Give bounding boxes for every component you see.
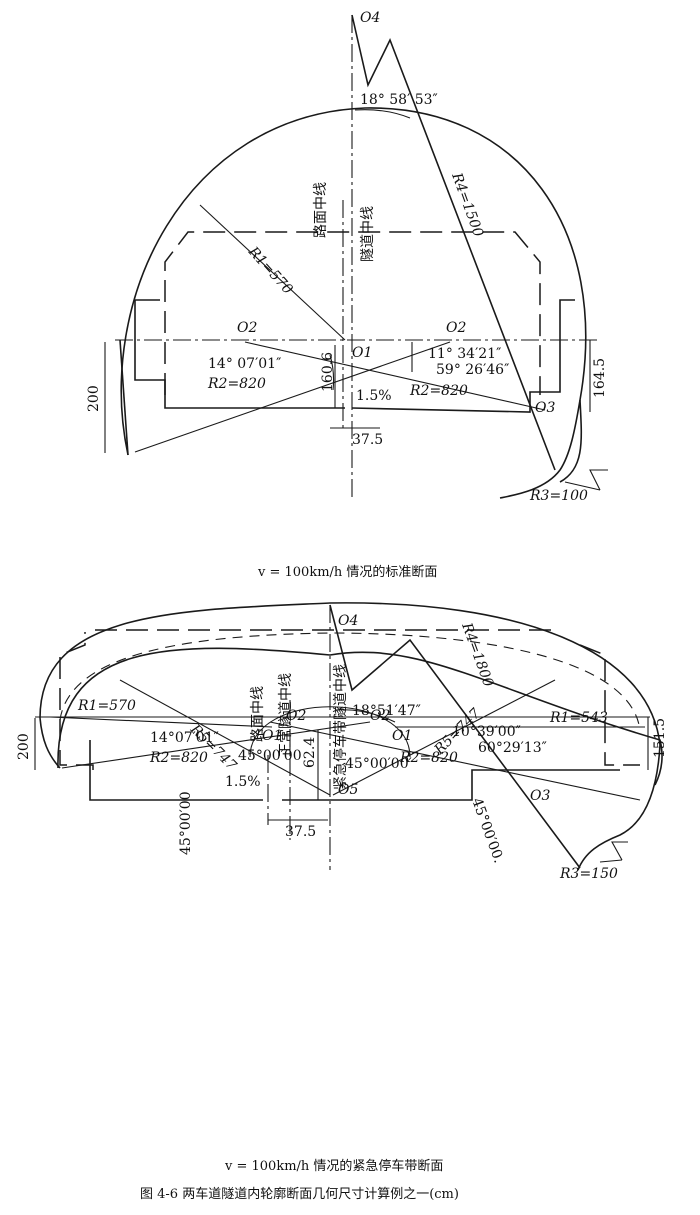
top-label-200: 200	[86, 385, 102, 412]
bottom-label-O1-right: O1	[392, 728, 412, 744]
bottom-label-angle-45-right: 45°00′00.	[468, 796, 506, 865]
bottom-label-151-5: 151.5	[652, 718, 668, 758]
bottom-label-200: 200	[16, 733, 32, 760]
bottom-angle-arc-top	[249, 706, 411, 758]
top-caption: v = 100km/h 情况的标准断面	[257, 564, 437, 580]
bottom-label-O4: O4	[338, 613, 358, 629]
bottom-label-O2-right: O2	[370, 708, 390, 724]
diagram-bottom: O4 R4=1800 18°51′47″ 路面中线 正常隧道中线 紧急停车带隧道…	[16, 602, 668, 882]
top-label-O3: O3	[535, 400, 555, 416]
top-label-angle-right2: 59° 26′46″	[436, 362, 509, 378]
bottom-road-profile	[89, 740, 620, 801]
bottom-r2-right-line	[269, 721, 641, 801]
top-label-tunnel-centerline: 隧道中线	[360, 206, 376, 262]
top-label-O4: O4	[360, 10, 380, 26]
top-label-O1: O1	[352, 345, 372, 361]
bottom-label-R1-left: R1=570	[77, 698, 136, 714]
bottom-r5-left-line	[119, 679, 331, 796]
top-label-164-5: 164.5	[592, 358, 608, 398]
bottom-label-O5: O5	[338, 782, 358, 798]
bottom-label-angle-45-top-right: 45°00′00′	[345, 756, 412, 772]
diagram-top: O4 18° 58′ 53″ R4=1500 R1=570 路面中线 隧道中线 …	[86, 10, 608, 504]
bottom-o4-zigzag	[329, 604, 581, 869]
bottom-label-angle-45-left: 45°00′00	[178, 791, 194, 855]
bottom-label-slope: 1.5%	[225, 774, 261, 790]
top-label-angle-left: 14° 07′01″	[208, 356, 281, 372]
top-label-R2-left: R2=820	[207, 376, 266, 392]
top-label-slope: 1.5%	[356, 388, 392, 404]
bottom-label-37-5: 37.5	[285, 824, 316, 840]
bottom-label-angle-right2: 60°29′13″	[478, 740, 547, 756]
top-o4-zigzag	[351, 14, 556, 471]
bottom-r3-flag	[611, 841, 628, 861]
top-outer-arch	[120, 107, 587, 499]
bottom-label-main-centerline: 正常隧道中线	[278, 673, 294, 757]
bottom-label-62-4: 62.4	[302, 737, 318, 768]
bottom-right-wall	[577, 744, 661, 871]
bottom-label-R2-left: R2=820	[149, 750, 208, 766]
figure-caption: 图 4-6 两车道隧道内轮廓断面几何尺寸计算例之一(cm)	[140, 1186, 459, 1202]
bottom-outer-dome	[39, 602, 661, 746]
top-road-profile	[134, 299, 575, 413]
top-r1-line	[199, 204, 346, 341]
top-r3-leader	[564, 481, 601, 491]
top-r2-right-line	[244, 341, 546, 411]
bottom-label-emergency-centerline: 紧急停车带隧道中线	[332, 664, 349, 790]
bottom-caption: v = 100km/h 情况的紧急停车带断面	[224, 1158, 443, 1174]
top-r3-curve	[559, 399, 583, 483]
bottom-r1-left-line	[49, 716, 273, 728]
bottom-r2-left-line	[61, 721, 371, 769]
top-r3-flag	[589, 469, 608, 491]
bottom-label-R1-right: R1=543	[549, 710, 608, 726]
top-label-37-5: 37.5	[352, 432, 383, 448]
bottom-label-angle-right: 10°39′00″	[452, 724, 521, 740]
top-label-R1: R1=570	[244, 243, 295, 298]
bottom-left-wall	[39, 717, 61, 769]
top-clearance-dashed	[164, 231, 541, 395]
top-label-angle-top: 18° 58′ 53″	[360, 92, 438, 108]
bottom-label-R3: R3=150	[559, 866, 618, 882]
top-label-O2-right: O2	[446, 320, 466, 336]
top-label-road-centerline: 路面中线	[313, 182, 329, 238]
top-angle-arc-top	[354, 109, 411, 119]
top-label-O2-left: O2	[237, 320, 257, 336]
bottom-r3-leader	[599, 859, 623, 863]
top-label-angle-right: 11° 34′21″	[428, 346, 501, 362]
bottom-label-angle-left: 14°07′01″	[150, 730, 219, 746]
bottom-label-O3: O3	[530, 788, 550, 804]
top-angle-arc-left	[329, 354, 335, 391]
top-label-R2-right: R2=820	[409, 383, 468, 399]
bottom-label-R4: R4=1800	[458, 620, 496, 689]
top-label-R3: R3=100	[529, 488, 588, 504]
bottom-label-O1-left: O1	[262, 728, 282, 744]
top-r2-left-line	[134, 341, 451, 453]
bottom-dashed-arc	[59, 632, 641, 731]
bottom-label-angle-top: 18°51′47″	[352, 703, 421, 719]
bottom-label-O2-left: O2	[286, 708, 306, 724]
top-label-160-6: 160.6	[320, 352, 336, 392]
bottom-clearance-dashed	[59, 629, 640, 770]
top-left-invert	[119, 339, 129, 456]
bottom-label-road-centerline: 路面中线	[250, 686, 266, 742]
bottom-label-R2-right: R2=820	[399, 750, 458, 766]
bottom-angle-arc-small	[334, 709, 396, 723]
bottom-r5-right-line	[332, 679, 556, 796]
bottom-label-angle-45-top-left: 45°00′00	[238, 748, 302, 764]
